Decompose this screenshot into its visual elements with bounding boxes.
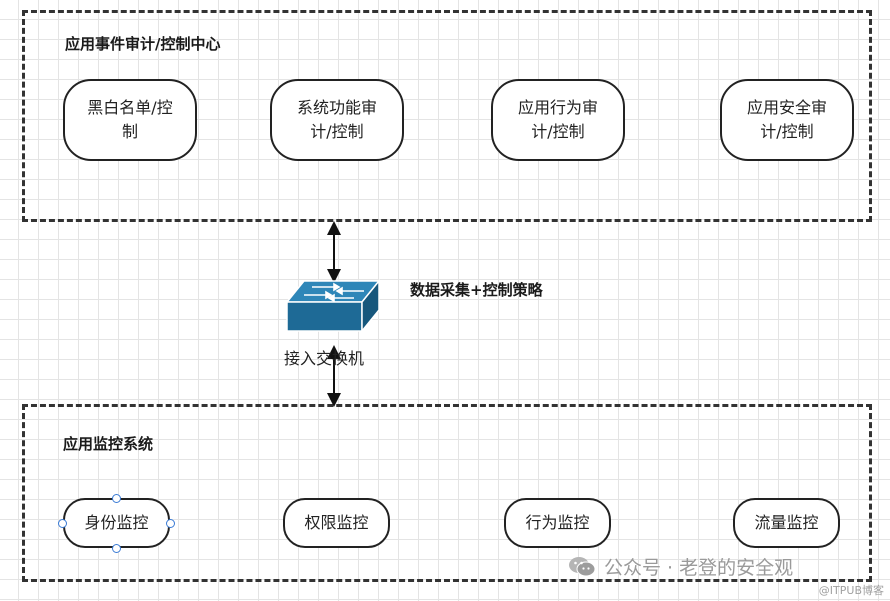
wechat-icon	[569, 556, 596, 576]
watermark-text: 公众号 · 老登的安全观	[604, 557, 794, 579]
node-label-line1: 系统功能审	[296, 98, 377, 117]
app-behavior-audit-node[interactable]: 应用行为审 计/控制	[491, 79, 625, 161]
system-function-audit-node[interactable]: 系统功能审 计/控制	[270, 79, 404, 161]
monitoring-system-group	[22, 404, 872, 582]
data-collection-strategy-label: 数据采集+控制策略	[410, 281, 543, 299]
blackwhite-list-node[interactable]: 黑白名单/控 制	[63, 79, 197, 161]
identity-monitor-node[interactable]: 身份监控	[63, 498, 170, 548]
behavior-monitor-node[interactable]: 行为监控	[504, 498, 611, 548]
node-label-line1: 应用安全审	[746, 98, 827, 117]
monitoring-system-title: 应用监控系统	[63, 435, 154, 453]
footer-source-mark: @ITPUB博客	[818, 584, 884, 597]
selection-handle-top[interactable]	[112, 494, 121, 503]
node-label-line1: 黑白名单/控	[87, 98, 173, 117]
audit-control-center-title: 应用事件审计/控制中心	[65, 35, 221, 53]
selection-handle-right[interactable]	[166, 519, 175, 528]
node-label: 流量监控	[754, 513, 819, 532]
watermark: 公众号 · 老登的安全观	[568, 553, 793, 580]
selection-handle-left[interactable]	[58, 519, 67, 528]
permission-monitor-node[interactable]: 权限监控	[283, 498, 390, 548]
app-security-audit-node[interactable]: 应用安全审 计/控制	[720, 79, 854, 161]
node-label-line2: 计/控制	[760, 122, 814, 141]
node-label-line2: 制	[121, 122, 138, 141]
access-switch-label: 接入交换机	[284, 349, 365, 368]
node-label-line2: 计/控制	[310, 122, 364, 141]
node-label-line1: 应用行为审	[517, 98, 598, 117]
selection-handle-bottom[interactable]	[112, 544, 121, 553]
node-label-line2: 计/控制	[531, 122, 585, 141]
node-label: 行为监控	[525, 513, 590, 532]
audit-control-center-group	[22, 10, 872, 222]
access-switch-icon[interactable]	[284, 278, 382, 334]
traffic-monitor-node[interactable]: 流量监控	[733, 498, 840, 548]
node-label: 权限监控	[304, 513, 369, 532]
node-label: 身份监控	[84, 513, 149, 532]
